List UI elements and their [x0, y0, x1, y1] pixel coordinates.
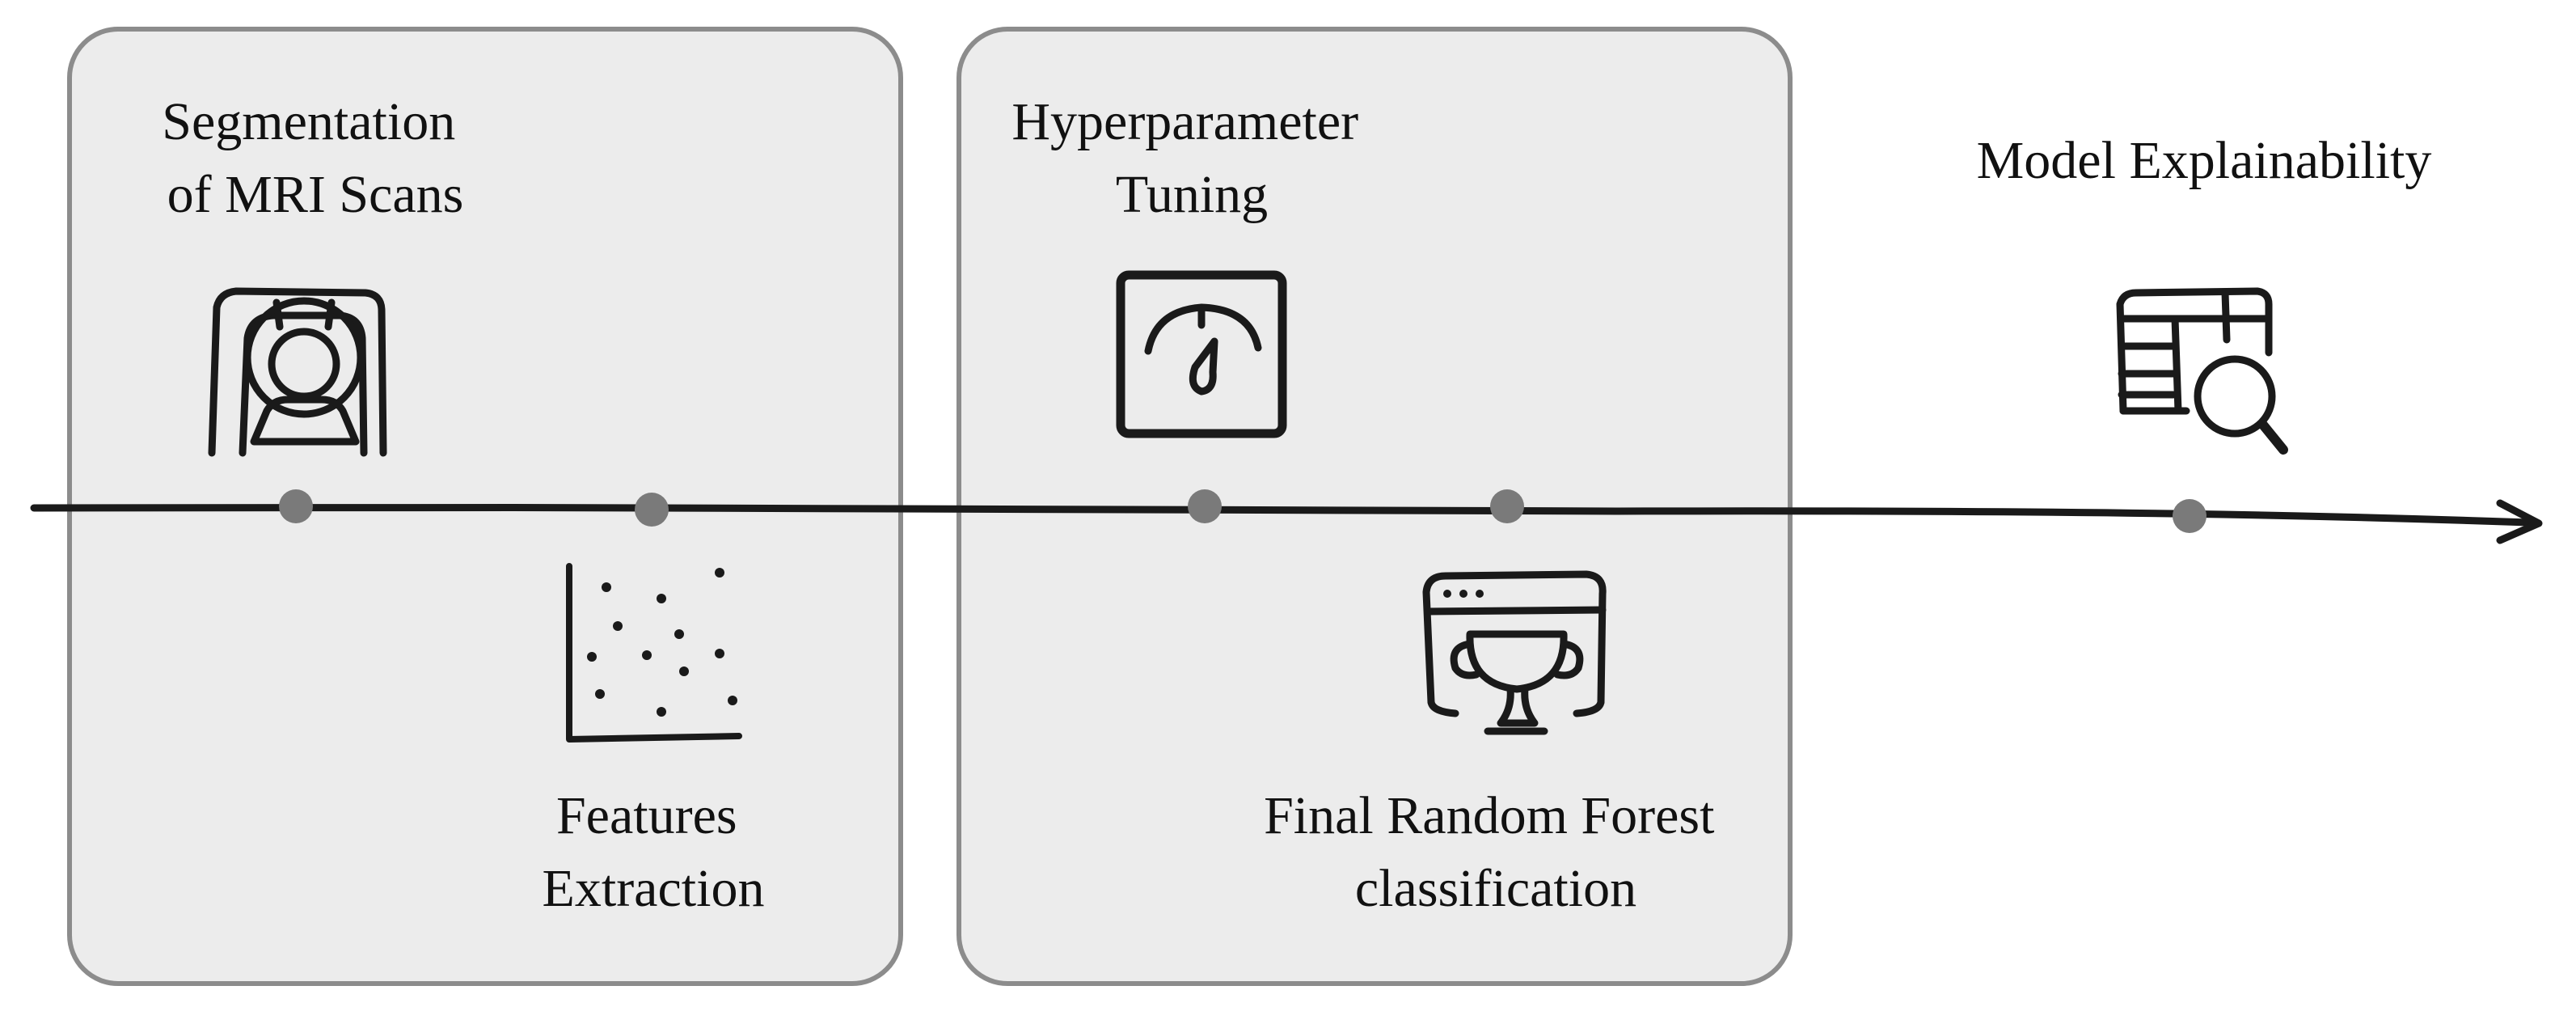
table-search-icon [2116, 287, 2288, 455]
trophy-window-icon [1422, 570, 1607, 735]
label-classification-line-1: Final Random Forest [1264, 786, 1714, 845]
step-marker-classification [1490, 489, 1524, 523]
label-tuning: Hyperparameter Tuning [1011, 92, 1371, 224]
gauge-icon [1116, 270, 1287, 438]
step-marker-explainability [2173, 499, 2206, 533]
scatter-plot-icon [566, 563, 742, 743]
label-classification: Final Random Forest classification [1264, 786, 1728, 918]
label-tuning-line-1: Hyperparameter [1011, 92, 1358, 151]
label-features-line-2: Extraction [543, 859, 765, 918]
label-classification-line-2: classification [1355, 859, 1636, 918]
label-features: Features Extraction [543, 786, 765, 918]
label-segmentation-line-1: Segmentation [162, 92, 455, 151]
step-marker-tuning [1188, 489, 1222, 523]
label-segmentation-line-2: of MRI Scans [167, 165, 464, 224]
timeline-axis [30, 503, 2533, 527]
timeline-arrowhead [2496, 499, 2543, 544]
label-explainability-line-1: Model Explainability [1977, 131, 2432, 190]
label-explainability: Model Explainability [1977, 131, 2432, 190]
label-segmentation: Segmentation of MRI Scans [162, 92, 468, 224]
step-marker-segmentation [279, 489, 313, 523]
label-features-line-1: Features [556, 786, 737, 845]
mri-scanner-icon [208, 287, 387, 457]
label-tuning-line-2: Tuning [1116, 165, 1268, 224]
step-marker-features [635, 493, 669, 527]
